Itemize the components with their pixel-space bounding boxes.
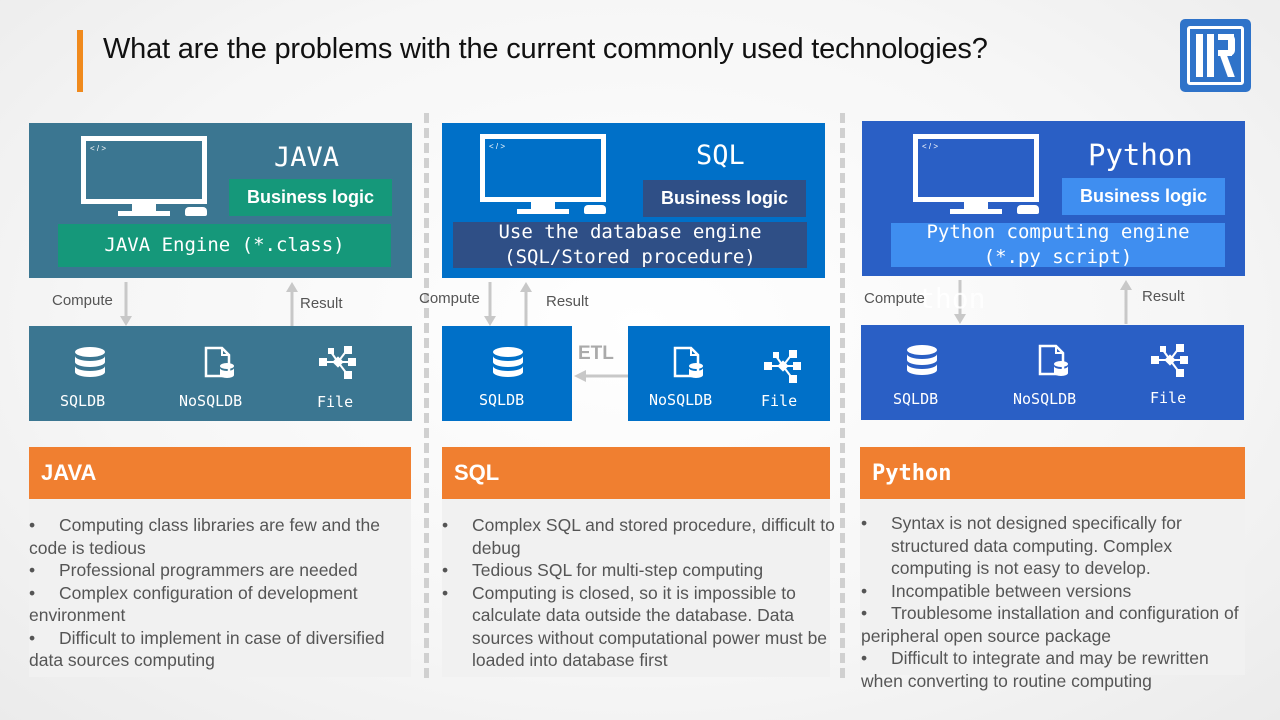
java-engine: JAVA Engine (*.class) (58, 224, 391, 267)
java-problem: Complex configuration of development env… (29, 582, 399, 627)
file-network-icon (319, 346, 356, 379)
nosql-document-icon (204, 346, 234, 378)
sql-other-sources-panel: NoSQLDB File (628, 326, 830, 421)
sql-header: SQL (442, 447, 830, 499)
database-icon (493, 347, 523, 377)
python-engine: Python computing engine (*.py script) (891, 221, 1225, 268)
sql-monitor-icon: < / > (480, 134, 606, 202)
sql-arrows (484, 282, 532, 326)
sql-problem: Tedious SQL for multi-step computing (442, 559, 840, 582)
etl-arrow (574, 370, 628, 382)
file-network-icon (1151, 344, 1188, 377)
java-problems-box: Computing class libraries are few and th… (29, 499, 411, 677)
title-accent-bar (77, 30, 83, 92)
python-problem: Incompatible between versions (861, 580, 1253, 603)
java-problem: Professional programmers are needed (29, 559, 399, 582)
java-result-label: Result (300, 295, 343, 312)
sql-problems-box: Complex SQL and stored procedure, diffic… (442, 499, 835, 677)
java-header: JAVA (29, 447, 411, 499)
python-source-nosqldb: NoSQLDB (1013, 390, 1077, 408)
separator-1 (424, 113, 429, 678)
file-network-icon (764, 350, 801, 383)
java-source-sqldb: SQLDB (60, 392, 106, 410)
raqsoft-logo (1180, 19, 1251, 92)
sql-result-label: Result (546, 293, 589, 310)
python-business-logic: Business logic (1062, 178, 1225, 215)
python-title: Python (1088, 138, 1193, 172)
java-source-nosqldb: NoSQLDB (179, 392, 243, 410)
sql-engine: Use the database engine (SQL/Stored proc… (453, 221, 807, 268)
java-app-panel: < / > JAVA Business logic JAVA Engine (*… (29, 123, 412, 278)
sql-sqldb-panel: SQLDB (442, 326, 572, 421)
python-app-panel: < / > Python Business logic Python compu… (862, 121, 1245, 276)
sql-problem: Computing is closed, so it is impossible… (442, 582, 840, 672)
python-sources-panel: SQLDB NoSQLDB File (861, 325, 1244, 420)
python-header: Python (860, 447, 1245, 499)
java-business-logic: Business logic (229, 179, 392, 216)
database-icon (907, 345, 937, 375)
sql-business-logic: Business logic (643, 180, 806, 217)
java-sources-panel: SQLDB NoSQLDB File (29, 326, 412, 421)
python-problem: Troublesome installation and configurati… (861, 602, 1253, 647)
nosql-document-icon (1038, 344, 1068, 376)
python-result-label: Result (1142, 288, 1185, 305)
python-problems-box: Syntax is not designed specifically for … (860, 499, 1245, 691)
java-monitor-icon: < / > (81, 136, 207, 204)
python-source-sqldb: SQLDB (893, 390, 939, 408)
python-monitor-icon: < / > (913, 134, 1039, 202)
python-compute-label: Compute (864, 290, 925, 307)
java-problem: Computing class libraries are few and th… (29, 514, 399, 559)
page-title: What are the problems with the current c… (103, 33, 988, 65)
sql-problem: Complex SQL and stored procedure, diffic… (442, 514, 840, 559)
separator-2 (840, 113, 845, 678)
sql-app-panel: < / > SQL Business logic Use the databas… (442, 123, 825, 278)
java-problem: Difficult to implement in case of divers… (29, 627, 399, 672)
python-problem: Syntax is not designed specifically for … (861, 512, 1253, 580)
nosql-document-icon (673, 346, 703, 378)
java-source-file: File (317, 393, 354, 411)
python-source-file: File (1150, 389, 1187, 407)
etl-label: ETL (578, 343, 614, 364)
python-arrows (954, 280, 1132, 324)
database-icon (75, 347, 105, 377)
python-problem: Difficult to integrate and may be rewrit… (861, 647, 1253, 692)
sql-compute-label: Compute (419, 290, 480, 307)
python-ghost-text: thon (918, 282, 986, 315)
sql-source-sqldb: SQLDB (479, 391, 525, 409)
logo-frame (1187, 26, 1244, 85)
sql-title: SQL (696, 140, 745, 171)
java-compute-label: Compute (52, 292, 113, 309)
java-arrows (120, 282, 298, 326)
sql-source-nosqldb: NoSQLDB (649, 391, 713, 409)
sql-source-file: File (761, 392, 798, 410)
java-title: JAVA (274, 142, 340, 173)
